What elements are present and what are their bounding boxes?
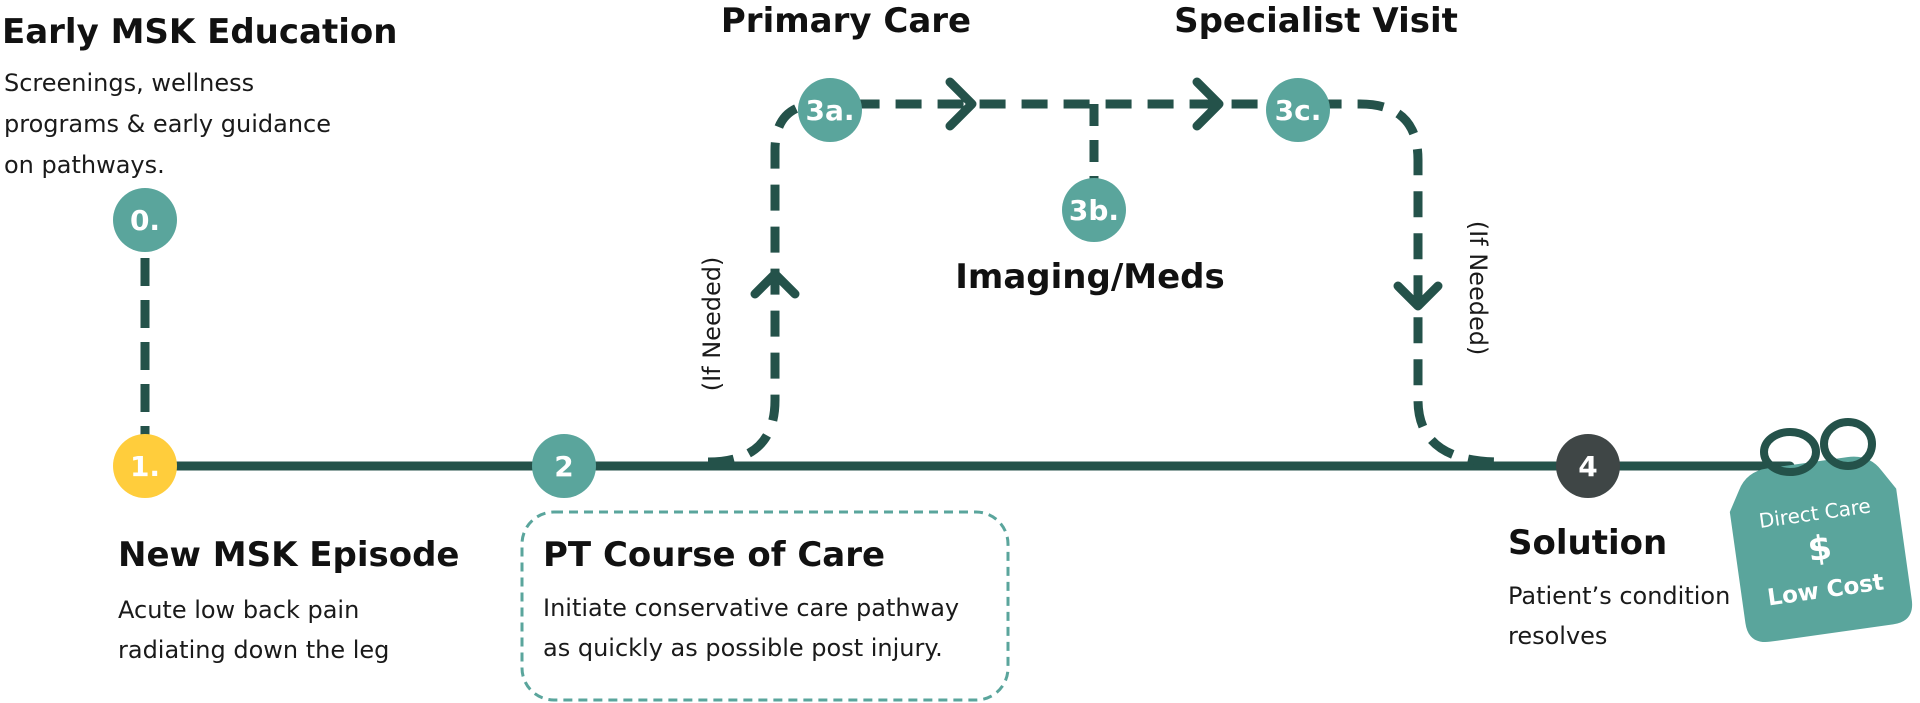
branch-path: [707, 99, 1501, 467]
step3b-title: Imaging/Meds: [955, 257, 1224, 297]
step3a-node: 3a.: [798, 78, 862, 142]
step3b-node-label: 3b.: [1069, 194, 1119, 227]
chevron-right-icon: [1192, 77, 1224, 131]
step2-title: PT Course of Care: [543, 535, 885, 575]
step0-desc-line1: Screenings, wellness: [4, 69, 254, 97]
step0-node-label: 0.: [130, 204, 160, 237]
branch-right-label: (If Needed): [1464, 221, 1492, 356]
step0-desc-line2: programs & early guidance: [4, 110, 331, 138]
step2-node-label: 2: [554, 450, 573, 483]
step3b-node: 3b.: [1062, 178, 1126, 242]
price-tag-string-loop: [1820, 418, 1876, 470]
step3a-node-label: 3a.: [805, 94, 854, 127]
step3c-node: 3c.: [1266, 78, 1330, 142]
step3a-title: Primary Care: [721, 1, 971, 41]
step2-desc-line2: as quickly as possible post injury.: [543, 634, 943, 662]
step4-desc-line2: resolves: [1508, 622, 1607, 650]
step1-desc-line2: radiating down the leg: [118, 636, 389, 664]
price-tag-string-loop: [1760, 428, 1820, 476]
step4-desc-line1: Patient’s condition: [1508, 582, 1730, 610]
step0-title: Early MSK Education: [2, 12, 397, 52]
step3c-title: Specialist Visit: [1174, 1, 1458, 41]
step4-node-label: 4: [1578, 450, 1597, 483]
step1-node-label: 1.: [130, 450, 160, 483]
branch-left-label: (If Needed): [698, 257, 726, 392]
step1-title: New MSK Episode: [118, 535, 459, 575]
step4-node: 4: [1556, 434, 1620, 498]
price-tag-icon: Direct Care $ Low Cost: [1729, 418, 1913, 643]
price-tag-symbol: $: [1805, 527, 1834, 570]
step2-desc-line1: Initiate conservative care pathway: [543, 594, 959, 622]
step4-title: Solution: [1508, 523, 1667, 563]
price-tag-body: [1729, 456, 1913, 643]
step0-node: 0.: [113, 188, 177, 252]
step2-card: [520, 510, 1010, 702]
step0-desc-line3: on pathways.: [4, 151, 165, 179]
step1-node: 1.: [113, 434, 177, 498]
chevron-up-icon: [750, 269, 800, 299]
chevron-right-icon: [945, 77, 977, 131]
step2-node: 2: [532, 434, 596, 498]
step1-desc-line1: Acute low back pain: [118, 596, 359, 624]
chevron-down-icon: [1393, 281, 1443, 311]
step3c-node-label: 3c.: [1275, 94, 1322, 127]
